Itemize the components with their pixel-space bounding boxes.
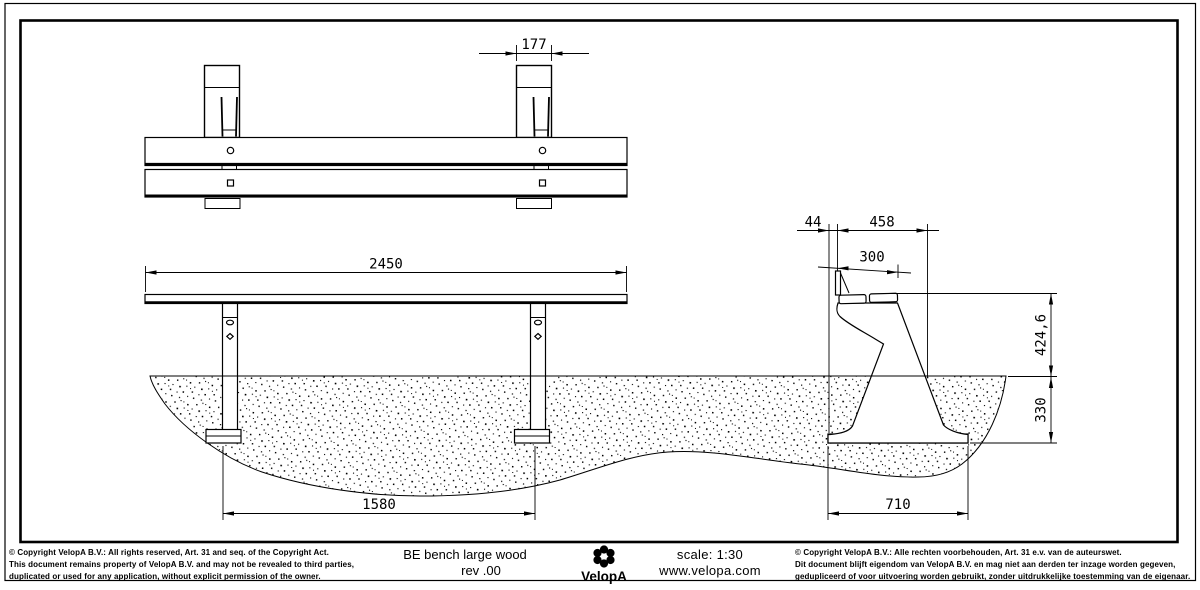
front-view-seat [144, 293, 628, 305]
product-title: BE bench large wood [403, 547, 527, 562]
dim-seat-depth: 300 [817, 250, 912, 278]
website-label: www.velopa.com [658, 563, 761, 578]
dim-text-back-overhang: 44 [805, 215, 822, 231]
revision-label: rev .00 [461, 563, 501, 578]
dim-seat-depths: 44 458 [797, 215, 939, 433]
back-view-planks [144, 136, 628, 198]
dim-text-base-length: 710 [885, 497, 910, 513]
copyright-en-line1: © Copyright VelopA B.V.: All rights rese… [9, 548, 329, 557]
dim-text-leg-spacing: 1580 [362, 497, 396, 513]
dim-text-seat-depth: 300 [859, 250, 884, 266]
scale-label: scale: 1:30 [677, 547, 743, 562]
dim-bench-length: 2450 [145, 257, 627, 292]
logo-wordmark: VelopA [581, 569, 627, 584]
inner-border [19, 19, 1179, 544]
dim-text-post-width: 177 [521, 37, 546, 53]
side-view [827, 270, 969, 444]
front-view-left-leg [205, 302, 242, 444]
ground-hatch [149, 375, 1007, 497]
dim-text-seat-total-depth: 458 [869, 215, 894, 231]
copyright-en-line3: duplicated or used for any application, … [9, 572, 321, 581]
copyright-nl-line3: gedupliceerd of voor uitvoering worden g… [795, 572, 1190, 581]
back-view [144, 64, 628, 209]
copyright-en-line2: This document remains property of VelopA… [9, 560, 354, 569]
side-view-back-lip [834, 270, 850, 296]
dim-text-foundation-depth: 330 [1034, 397, 1050, 422]
outer-border [4, 2, 1197, 582]
dim-base-length: 710 [827, 446, 969, 520]
dim-text-seat-height: 424,6 [1034, 314, 1050, 356]
dim-post-width: 177 [479, 37, 589, 61]
copyright-dutch: © Copyright VelopA B.V.: Alle rechten vo… [795, 548, 1190, 581]
side-view-seat-planks [838, 292, 899, 305]
side-view-leg [827, 302, 969, 444]
copyright-nl-line1: © Copyright VelopA B.V.: Alle rechten vo… [795, 548, 1122, 557]
back-view-bolts [226, 146, 547, 187]
copyright-english: © Copyright VelopA B.V.: All rights rese… [9, 548, 354, 581]
dim-heights: 424,6 330 [890, 293, 1057, 444]
page-frame [4, 2, 1197, 582]
title-block: © Copyright VelopA B.V.: All rights rese… [9, 545, 1190, 584]
front-view-right-leg [513, 302, 551, 444]
dim-leg-spacing: 1580 [222, 446, 536, 520]
front-view-legs [205, 302, 551, 444]
dim-text-bench-length: 2450 [369, 257, 403, 273]
back-view-left-post [203, 64, 241, 209]
copyright-nl-line2: Dit document blijft eigendom van VelopA … [795, 560, 1175, 569]
logo-flower-icon [593, 545, 615, 568]
velopa-logo: VelopA [581, 545, 627, 584]
